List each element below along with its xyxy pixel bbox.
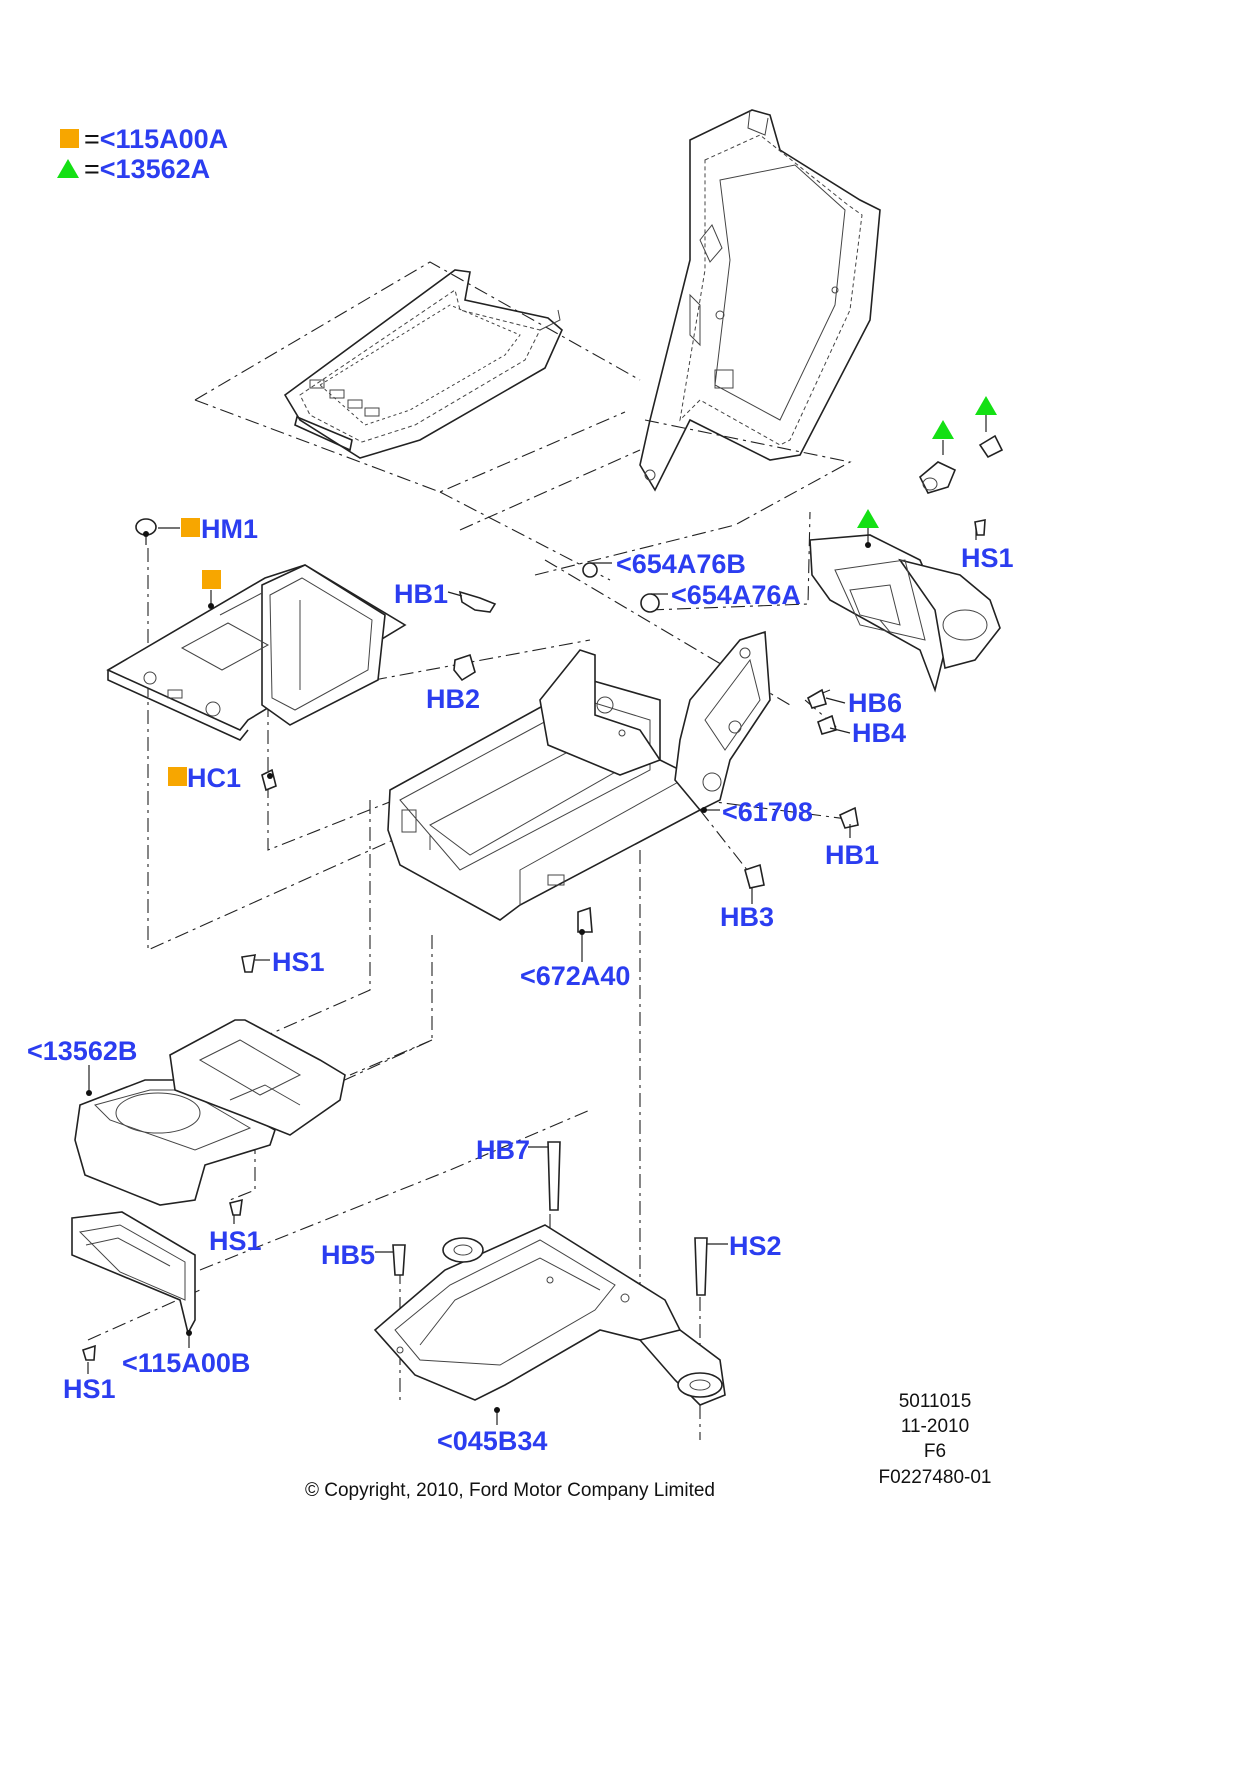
legend-equals-1: =	[84, 124, 100, 154]
callout-hs2: HS2	[729, 1231, 782, 1261]
cupholder-tray-13562B	[74, 1019, 346, 1206]
callout-654a76b: <654A76B	[616, 549, 746, 579]
cushion-frame	[283, 269, 563, 459]
callout-hs1-mid: HS1	[272, 947, 325, 977]
callout-hb6: HB6	[848, 688, 903, 718]
drawing-code: 5011015	[898, 1391, 972, 1412]
callout-672a40: <672A40	[520, 961, 631, 991]
console-main-frame	[387, 630, 771, 921]
legend-code-1: <115A00A	[99, 124, 229, 154]
callout-13562b: <13562B	[27, 1036, 138, 1066]
callout-hb5: HB5	[321, 1240, 376, 1270]
triangle-marker-3	[857, 509, 879, 528]
callout-hs1-right: HS1	[961, 543, 1014, 573]
square-marker-hc1	[168, 767, 187, 786]
legend-row-1: =<115A00A	[84, 126, 228, 153]
callout-hb4: HB4	[852, 718, 907, 748]
callout-hb1-top: HB1	[394, 579, 449, 609]
drawing-date: 11-2010	[900, 1416, 970, 1437]
seatback-frame	[639, 109, 881, 492]
callout-115a00b: <115A00B	[122, 1348, 251, 1378]
legend-equals-2: =	[84, 154, 100, 184]
callout-hb7: HB7	[476, 1135, 531, 1165]
drawing-sheet: F6	[923, 1441, 947, 1462]
callout-hm1: HM1	[201, 514, 259, 544]
leader-dots	[86, 531, 871, 1413]
callout-61708: <61708	[722, 797, 813, 827]
figure-number: F0227480-01	[878, 1467, 992, 1488]
callout-hc1: HC1	[187, 763, 242, 793]
fasteners	[82, 519, 986, 1361]
legend-row-2: =<13562A	[84, 156, 210, 183]
callout-hb1-right: HB1	[825, 840, 880, 870]
callout-hs1-low: HS1	[209, 1226, 262, 1256]
power-outlet-parts	[867, 412, 1004, 545]
square-marker-tray	[202, 570, 221, 589]
bin-115A00B	[71, 1211, 196, 1336]
rear-cupholder-bin	[809, 534, 1001, 693]
callout-hs1-bottom: HS1	[63, 1374, 116, 1404]
base-bracket-045B34	[373, 1224, 726, 1406]
callout-045b34: <045B34	[437, 1426, 548, 1456]
legend-code-2: <13562A	[99, 154, 211, 184]
callout-hb3: HB3	[720, 902, 775, 932]
square-marker-hm1	[181, 518, 200, 537]
storage-tray	[106, 564, 407, 741]
callout-654a76a: <654A76A	[671, 580, 801, 610]
triangle-marker-1	[932, 420, 954, 439]
triangle-marker-2	[975, 396, 997, 415]
legend-square-marker	[60, 129, 79, 148]
copyright-notice: © Copyright, 2010, Ford Motor Company Li…	[304, 1480, 715, 1501]
callout-hb2: HB2	[426, 684, 481, 714]
legend-triangle-marker	[57, 159, 79, 178]
